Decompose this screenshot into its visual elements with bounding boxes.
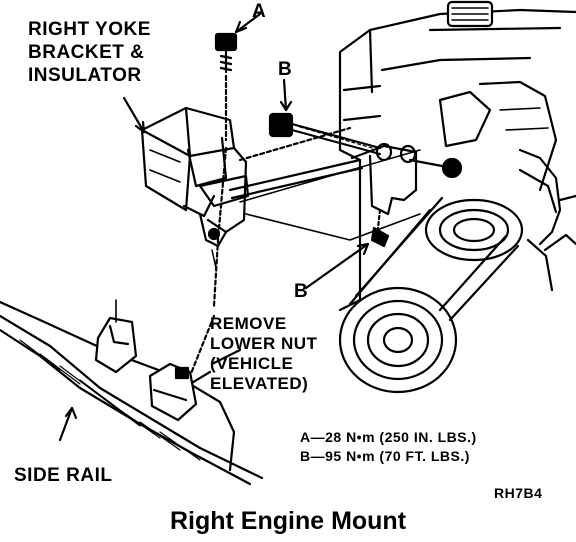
callout-b-lower-label: B [294, 281, 309, 302]
engine-block [338, 0, 576, 312]
remove-note-line-4: ELEVATED) [210, 374, 309, 393]
yoke-label: RIGHT YOKE BRACKET & INSULATOR [28, 18, 151, 87]
remove-note-line-2: LOWER NUT [210, 334, 318, 353]
engine-bracket [350, 142, 418, 248]
yoke-label-line-1: RIGHT YOKE [28, 19, 151, 40]
yoke-label-line-2: BRACKET & [28, 42, 145, 63]
bolt-a [188, 32, 238, 378]
callout-arrows [58, 12, 370, 442]
remove-lower-nut-note: REMOVE LOWER NUT (VEHICLE ELEVATED) [210, 314, 317, 394]
remove-note-line-3: (VEHICLE [210, 354, 294, 373]
callout-b-top-label: B [278, 59, 293, 80]
torque-specs: A—28 N•m (250 IN. LBS.) B—95 N•m (70 FT.… [300, 428, 477, 466]
mount-through-bolt [268, 112, 463, 179]
side-rail [0, 299, 264, 486]
figure-code: RH7B4 [494, 485, 543, 501]
torque-spec-b: B—95 N•m (70 FT. LBS.) [300, 448, 470, 464]
accessory-pulleys [338, 168, 558, 394]
yoke-bracket [140, 106, 421, 269]
figure-caption: Right Engine Mount [169, 507, 407, 535]
yoke-label-line-3: INSULATOR [28, 65, 142, 86]
callout-a-label: A [252, 1, 267, 22]
torque-spec-a: A—28 N•m (250 IN. LBS.) [300, 429, 477, 445]
remove-note-line-1: REMOVE [210, 314, 287, 333]
side-rail-label: SIDE RAIL [14, 465, 113, 486]
